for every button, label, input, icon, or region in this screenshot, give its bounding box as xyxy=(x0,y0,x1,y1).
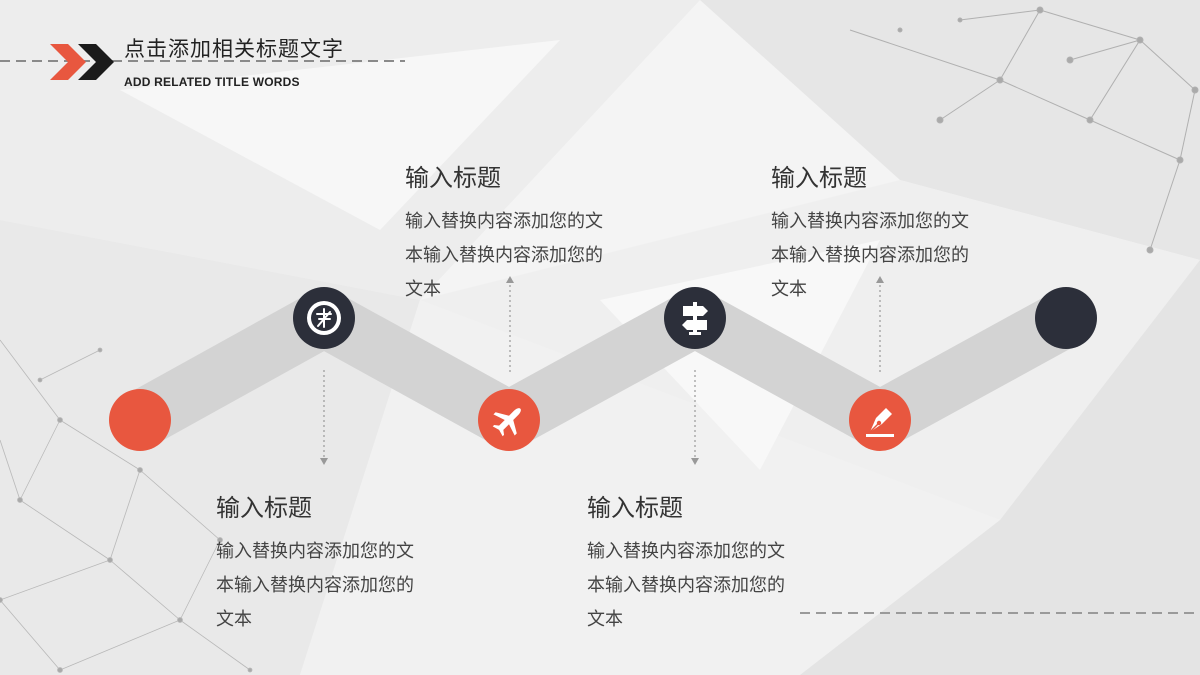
timeline-item-4: 输入标题 输入替换内容添加您的文本输入替换内容添加您的文本 xyxy=(771,163,991,307)
double-chevron-right-icon xyxy=(50,44,114,80)
timeline-band xyxy=(111,289,1095,449)
item-title: 输入标题 xyxy=(216,494,312,522)
network-decoration-bottom-left xyxy=(0,339,253,673)
network-decoration-top-right xyxy=(849,6,1199,254)
item-text: 输入替换内容添加您的文本输入替换内容添加您的文本 xyxy=(405,211,603,300)
timeline-node-6 xyxy=(1035,287,1097,349)
timeline-item-3: 输入标题 输入替换内容添加您的文本输入替换内容添加您的文本 xyxy=(587,493,807,637)
airplane-icon xyxy=(492,408,521,437)
page-title: 点击添加相关标题文字 xyxy=(124,37,344,61)
item-title: 输入标题 xyxy=(405,164,501,192)
timeline-connectors xyxy=(320,276,884,465)
timeline-node-1 xyxy=(109,389,171,451)
item-text: 输入替换内容添加您的文本输入替换内容添加您的文本 xyxy=(216,541,414,630)
timeline-item-2: 输入标题 输入替换内容添加您的文本输入替换内容添加您的文本 xyxy=(405,163,625,307)
page-subtitle: ADD RELATED TITLE WORDS xyxy=(124,75,300,89)
compass-icon xyxy=(307,301,341,335)
pen-nib-icon xyxy=(866,408,894,437)
item-text: 输入替换内容添加您的文本输入替换内容添加您的文本 xyxy=(771,211,969,300)
item-title: 输入标题 xyxy=(771,164,867,192)
timeline-item-1: 输入标题 输入替换内容添加您的文本输入替换内容添加您的文本 xyxy=(216,493,436,637)
item-text: 输入替换内容添加您的文本输入替换内容添加您的文本 xyxy=(587,541,785,630)
signpost-icon xyxy=(682,302,708,335)
item-title: 输入标题 xyxy=(587,494,683,522)
